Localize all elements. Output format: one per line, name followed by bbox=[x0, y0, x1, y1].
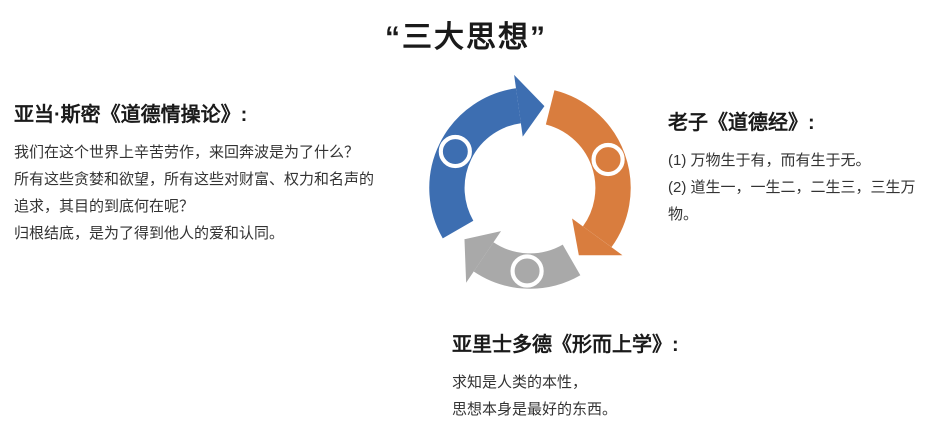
node-gray-icon bbox=[510, 254, 544, 288]
section-laozi-line: (1) 万物生于有，而有生于无。 bbox=[668, 152, 871, 169]
cycle-diagram bbox=[395, 53, 665, 323]
section-adam-smith-line: 所有这些贪婪和欲望，所有这些对财富、权力和名声的 bbox=[14, 171, 375, 188]
section-laozi: 老子《道德经》: (1) 万物生于有，而有生于无。 (2) 道生一，一生二，二生… bbox=[668, 106, 928, 228]
section-adam-smith-line: 追求，其目的到底何在呢？ bbox=[14, 198, 195, 215]
section-adam-smith-line: 归根结底，是为了得到他人的爱和认同。 bbox=[14, 225, 285, 242]
node-orange-icon bbox=[591, 142, 625, 177]
section-aristotle: 亚里士多德《形而上学》: 求知是人类的本性， 思想本身是最好的东西。 bbox=[452, 328, 772, 423]
arrowhead-blue-icon bbox=[514, 74, 545, 137]
page-title: “三大思想” bbox=[385, 21, 547, 54]
section-aristotle-line: 思想本身是最好的东西。 bbox=[452, 401, 618, 418]
arrowhead-gray-icon bbox=[464, 231, 502, 283]
arrowhead-orange-icon bbox=[572, 218, 623, 256]
section-aristotle-heading: 亚里士多德《形而上学》: bbox=[452, 334, 679, 356]
cycle-diagram-svg bbox=[429, 74, 631, 289]
section-laozi-heading: 老子《道德经》: bbox=[668, 112, 815, 134]
node-blue-icon bbox=[438, 134, 472, 169]
section-adam-smith-line: 我们在这个世界上辛苦劳作，来回奔波是为了什么？ bbox=[14, 144, 360, 161]
section-adam-smith: 亚当·斯密《道德情操论》: 我们在这个世界上辛苦劳作，来回奔波是为了什么？ 所有… bbox=[14, 98, 424, 247]
section-laozi-line: (2) 道生一，一生二，二生三，三生万物。 bbox=[668, 179, 916, 223]
section-adam-smith-heading: 亚当·斯密《道德情操论》: bbox=[14, 104, 248, 126]
section-aristotle-line: 求知是人类的本性， bbox=[452, 374, 588, 391]
